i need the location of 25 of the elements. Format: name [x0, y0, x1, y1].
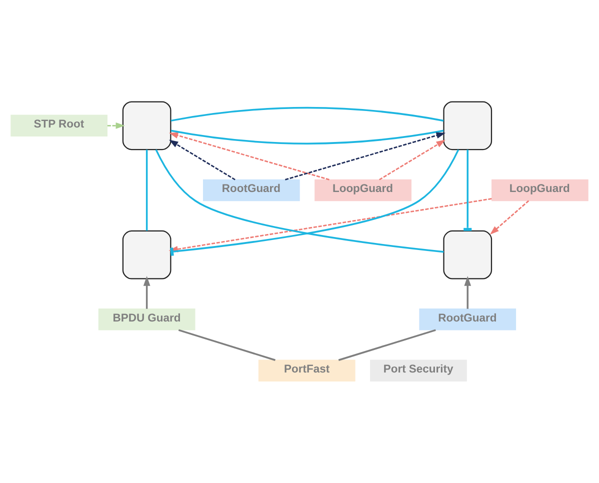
arrow	[490, 200, 530, 235]
node-box: LoopGuard	[314, 179, 412, 202]
node-box	[122, 230, 172, 280]
arrow	[464, 276, 472, 309]
arrow	[169, 140, 236, 180]
arrow	[379, 140, 446, 180]
node-box: STP Root	[10, 114, 108, 137]
connector	[464, 150, 472, 231]
arrow	[107, 122, 125, 129]
node-box: PortFast	[258, 360, 356, 382]
node-box: RootGuard	[419, 308, 516, 330]
node-box	[443, 230, 492, 280]
connector	[146, 150, 148, 231]
node-box: RootGuard	[202, 179, 300, 202]
arrow	[285, 132, 446, 180]
node-box	[443, 101, 492, 150]
connector	[338, 329, 436, 361]
connector	[178, 329, 276, 361]
node-box: BPDU Guard	[98, 308, 196, 330]
node-box	[122, 101, 172, 150]
node-box: LoopGuard	[491, 179, 588, 202]
arrow	[168, 132, 330, 180]
arrow	[143, 276, 150, 309]
connector	[170, 130, 444, 144]
connector	[170, 106, 444, 122]
